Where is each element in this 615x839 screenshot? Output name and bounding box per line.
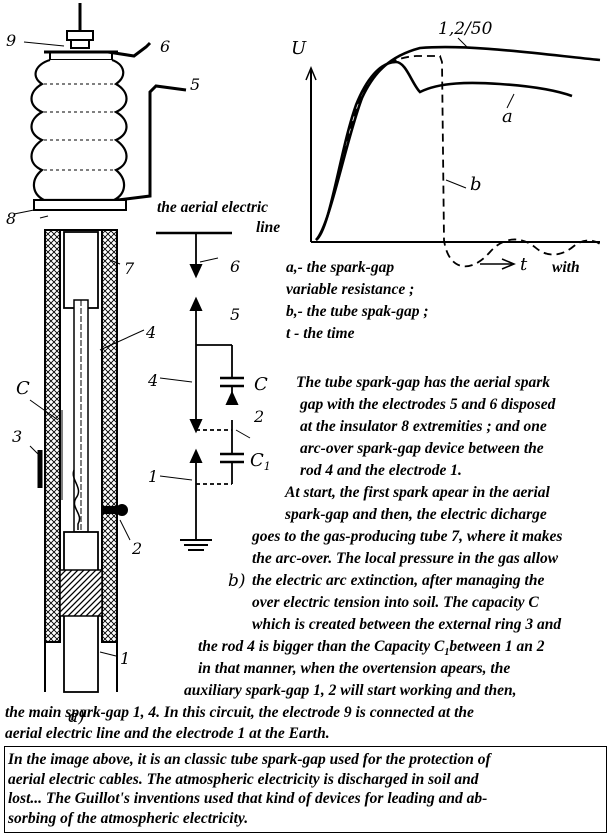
aerial-line-label-1: the aerial electric: [157, 199, 269, 216]
label-fig-b: b): [228, 571, 246, 591]
label-circuit-C: C: [254, 374, 268, 395]
voltage-waveform-graph: [305, 37, 601, 270]
label-part-4: 4: [145, 323, 156, 342]
description-line: the arc-over. The local pressure in the …: [252, 550, 559, 567]
curve-wave: [314, 45, 601, 241]
legend-line-with: with: [552, 259, 580, 276]
legend-line-b: b,- the tube spak-gap ;: [286, 303, 429, 320]
label-circuit-5: 5: [230, 305, 240, 324]
description-line: spark-gap and then, the electric dicharg…: [285, 506, 547, 523]
part-labels: 9 6 5 8 7 4 C 3 2 1 a) 6 5 4 C 2 C1 1 b)…: [6, 19, 528, 727]
label-part-3: 3: [12, 427, 22, 446]
description-line: goes to the gas-producing tube 7, where …: [252, 528, 563, 545]
label-axis-U: U: [291, 38, 307, 59]
caption-line: lost... The Guillot's inventions used th…: [8, 790, 488, 807]
caption-line: In the image above, it is an classic tub…: [8, 751, 491, 768]
caption-line: aerial electric cables. The atmospheric …: [8, 770, 479, 788]
label-curve-a: a: [502, 106, 513, 127]
description-line: at the insulator 8 extremities ; and one: [300, 418, 547, 435]
description-line: aerial electric line and the electrode 1…: [5, 725, 330, 742]
description-line: in that manner, when the overtension ape…: [198, 660, 511, 677]
label-waveform: 1,2/50: [438, 19, 493, 39]
description-line: The tube spark-gap has the aerial spark: [296, 374, 551, 391]
label-circuit-1: 1: [148, 467, 158, 486]
curve-a: [315, 60, 573, 242]
caption-box: In the image above, it is an classic tub…: [4, 746, 607, 833]
description-line: the main spark-gap 1, 4. In this circuit…: [5, 704, 474, 721]
aerial-line-label-2: line: [256, 219, 281, 236]
spark-gap-device-drawing: [13, 3, 187, 693]
label-part-6: 6: [160, 37, 170, 56]
description-line: which is created between the external ri…: [252, 616, 562, 633]
description-line: the electric arc extinction, after manag…: [252, 572, 545, 589]
legend-line-a2: variable resistance ;: [286, 281, 415, 298]
label-circuit-C1: C1: [250, 450, 271, 473]
equivalent-circuit-diagram: [156, 231, 251, 551]
label-part-C: C: [16, 378, 30, 399]
label-circuit-2: 2: [253, 407, 264, 426]
description-line: At start, the first spark apear in the a…: [285, 484, 550, 501]
label-part-8: 8: [6, 209, 16, 228]
description-line: rod 4 and the electrode 1.: [300, 462, 462, 479]
label-curve-b: b: [470, 174, 482, 195]
description-line-capacity: the rod 4 is bigger than the Capacity C1…: [198, 638, 545, 659]
label-axis-t: t: [520, 254, 528, 275]
label-part-1: 1: [120, 649, 130, 668]
label-part-2: 2: [131, 539, 142, 558]
label-part-9: 9: [6, 31, 16, 50]
curve-b: [315, 55, 601, 268]
description-line: auxiliary spark-gap 1, 2 will start work…: [184, 682, 517, 699]
label-circuit-4: 4: [147, 371, 158, 390]
legend-line-a: a,- the spark-gap: [286, 259, 395, 276]
description-line: over electric tension into soil. The cap…: [252, 594, 539, 611]
label-fig-a: a): [68, 707, 85, 727]
description-line: arc-over spark-gap device between the: [300, 440, 544, 457]
label-circuit-6: 6: [230, 257, 240, 276]
label-part-5: 5: [190, 75, 200, 94]
label-part-7: 7: [124, 259, 135, 278]
description-line: gap with the electrodes 5 and 6 disposed: [300, 396, 556, 413]
legend-line-t: t - the time: [286, 325, 355, 342]
caption-line: sorbing of the atmospheric electricity.: [8, 809, 249, 827]
